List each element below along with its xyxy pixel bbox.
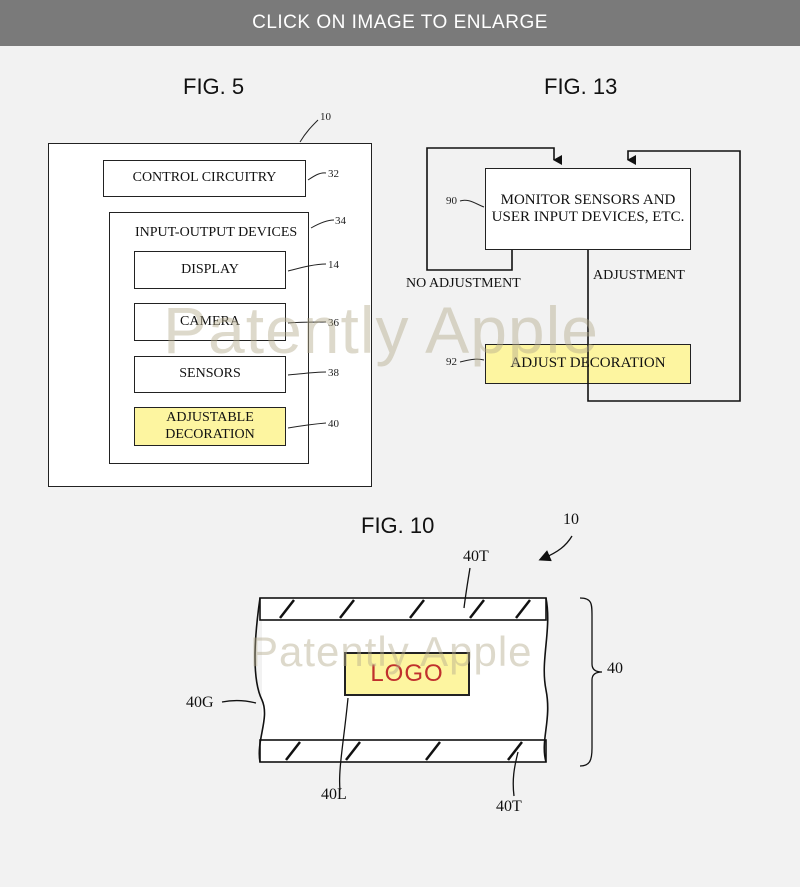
control-circuitry-box: CONTROL CIRCUITRY [103,160,306,197]
fig10-stack [254,597,549,763]
adjustment-label: ADJUSTMENT [593,268,685,283]
fig13-title: FIG. 13 [544,74,618,99]
ref-32: 32 [328,168,339,180]
fig10-title: FIG. 10 [361,513,435,538]
control-circuitry-label: CONTROL CIRCUITRY [132,170,277,186]
camera-box: CAMERA [134,303,286,341]
ref-40-stack: 40 [607,660,623,677]
logo-box: LOGO [344,652,470,696]
display-label: DISPLAY [181,261,239,277]
ref-14: 14 [328,259,339,271]
ref-90: 90 [446,195,457,207]
display-box: DISPLAY [134,251,286,289]
ref-40l: 40L [321,786,347,803]
ref-40g: 40G [186,694,214,711]
fig13-flow-lines [426,147,741,402]
monitor-sensors-line1: MONITOR SENSORS AND [500,191,676,208]
monitor-sensors-line2: USER INPUT DEVICES, ETC. [491,209,685,225]
fig5-title: FIG. 5 [183,74,245,99]
adjustable-decoration-line1: ADJUSTABLE [166,410,254,426]
sensors-label: SENSORS [179,366,241,382]
sensors-box: SENSORS [134,356,286,393]
ref-36: 36 [328,317,339,329]
ref-34: 34 [335,215,346,227]
fig10-ref-device: 10 [563,511,579,528]
ref-40-fig5: 40 [328,418,339,430]
enlarge-banner-label: CLICK ON IMAGE TO ENLARGE [252,12,548,33]
fig5-ref-device: 10 [320,111,331,123]
ref-40t-top: 40T [463,548,489,565]
fig5-leader-lines [287,119,335,429]
adjustable-decoration-line2: DECORATION [165,426,255,442]
ref-40t-bottom: 40T [496,798,522,815]
fig10-leader-lines [221,535,603,797]
fig13-leader-lines [459,199,485,363]
camera-label: CAMERA [180,313,240,329]
logo-text: LOGO [370,660,444,687]
ref-38: 38 [328,367,339,379]
io-devices-label: INPUT-OUTPUT DEVICES [135,225,298,240]
ref-92: 92 [446,356,457,368]
monitor-sensors-box: MONITOR SENSORS AND USER INPUT DEVICES, … [485,168,691,250]
no-adjustment-label: NO ADJUSTMENT [406,276,521,291]
enlarge-banner[interactable]: CLICK ON IMAGE TO ENLARGE [0,0,800,46]
adjustable-decoration-box: ADJUSTABLE DECORATION [134,407,286,446]
